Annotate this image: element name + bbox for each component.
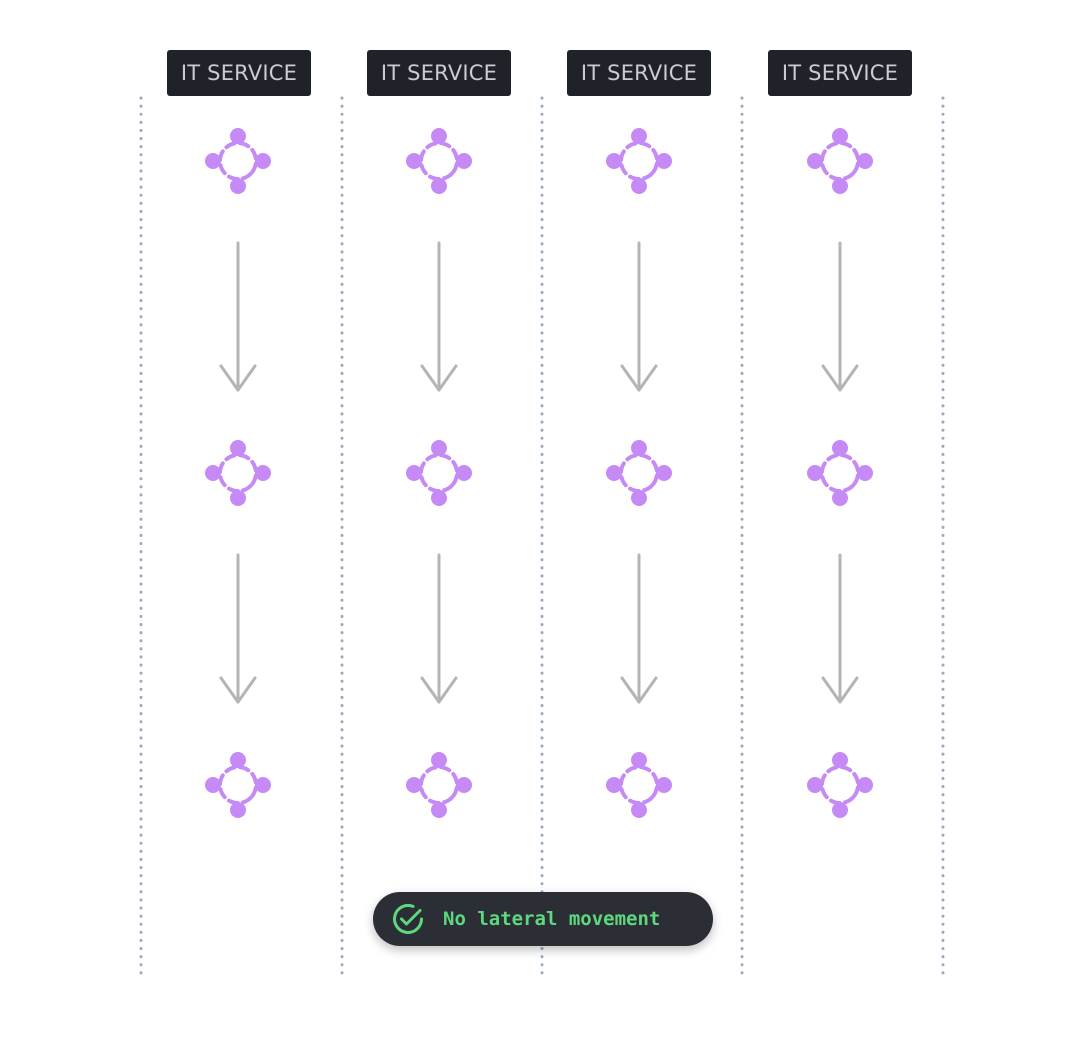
down-arrow-icon bbox=[420, 553, 458, 704]
service-node-icon bbox=[406, 752, 472, 818]
down-arrow-icon bbox=[219, 241, 257, 392]
service-node-icon bbox=[205, 752, 271, 818]
service-node-icon bbox=[406, 440, 472, 506]
down-arrow-icon bbox=[620, 241, 658, 392]
service-node-icon bbox=[807, 752, 873, 818]
check-circle-icon bbox=[393, 903, 423, 934]
lane-label-2: IT SERVICE bbox=[367, 50, 511, 96]
service-node-icon bbox=[205, 440, 271, 506]
service-node-icon bbox=[807, 440, 873, 506]
service-node-icon bbox=[205, 128, 271, 194]
service-node-icon bbox=[606, 752, 672, 818]
status-text: No lateral movement bbox=[443, 908, 661, 930]
lane-label-4: IT SERVICE bbox=[768, 50, 912, 96]
service-node-icon bbox=[406, 128, 472, 194]
service-nodes bbox=[205, 128, 873, 818]
lane-label-1: IT SERVICE bbox=[167, 50, 311, 96]
down-arrow-icon bbox=[219, 553, 257, 704]
down-arrow-icon bbox=[821, 553, 859, 704]
service-node-icon bbox=[807, 128, 873, 194]
lane-label-3: IT SERVICE bbox=[567, 50, 711, 96]
service-node-icon bbox=[606, 128, 672, 194]
flow-arrows bbox=[219, 241, 859, 704]
down-arrow-icon bbox=[821, 241, 859, 392]
down-arrow-icon bbox=[620, 553, 658, 704]
status-badge: No lateral movement bbox=[373, 892, 713, 946]
service-node-icon bbox=[606, 440, 672, 506]
lane-dividers bbox=[139, 96, 945, 980]
down-arrow-icon bbox=[420, 241, 458, 392]
